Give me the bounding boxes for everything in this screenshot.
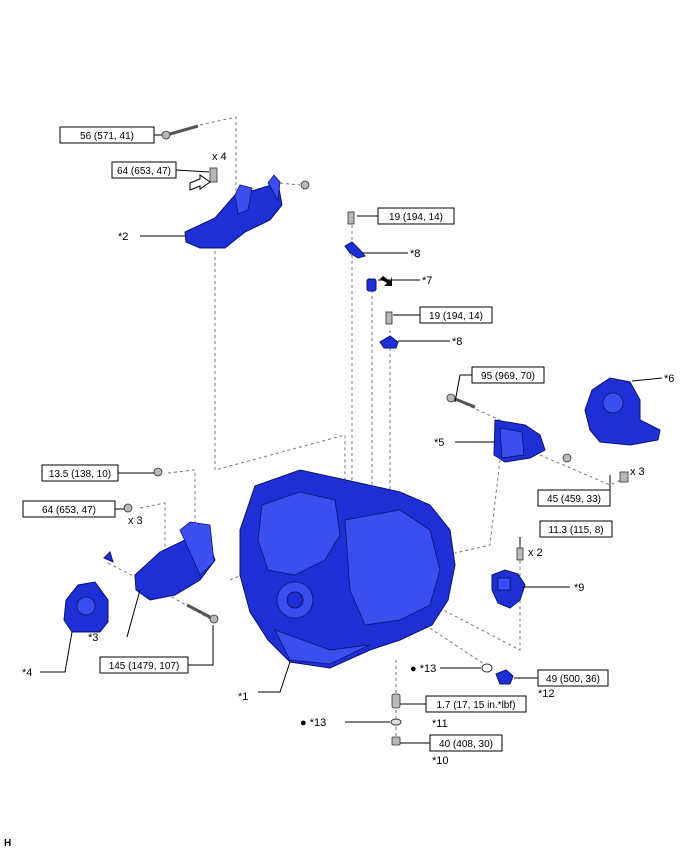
nut-upper [300,180,310,190]
bracket-5-part [493,419,546,463]
torque-box-t4: 19 (194, 14) [419,306,493,324]
callout-10: *10 [432,755,449,767]
bolt-64-upper [209,167,218,183]
torque-text: 49 (500, 36) [546,674,600,685]
engine-mount-4-part [63,581,109,633]
outline-arrow-icon [189,174,211,191]
gasket-13-upper-part [481,663,493,673]
part-callouts: *1 *2 *3 *4 *5 *6 *7 *8 *8 *9 *10 *11 *1… [22,231,674,767]
torque-box-t3: 19 (194, 14) [377,207,455,225]
bolt-145 [186,603,219,624]
quantity-label: x 2 [528,547,543,559]
callout-13-lower: ● *13 [300,717,326,729]
bolt-13-5 [153,467,163,477]
bolt-95 [446,393,476,409]
torque-text: 95 (969, 70) [481,371,535,382]
callout-4: *4 [22,667,32,679]
quantity-label: x 3 [630,466,645,478]
bracket-2-part [184,174,283,249]
callout-3: *3 [88,632,98,644]
bolt-11-3 [516,547,524,561]
bolts [123,124,629,624]
torque-text: 45 (459, 33) [547,494,601,505]
torque-box-t11: 49 (500, 36) [537,669,609,687]
torque-box-t6: 13.5 (138, 10) [41,464,119,482]
refill-plug-10-part [391,736,401,746]
overflow-plug-11-part [391,693,401,709]
callout-6: *6 [664,373,674,385]
nut-5 [562,453,572,463]
quantity-labels: x 4 x 3 x 3 x 2 [128,151,645,559]
torque-text: 64 (653, 47) [42,505,96,516]
callout-13-upper: ● *13 [410,663,436,675]
bracket-8-lower-part [379,335,399,349]
quantity-label: x 3 [128,515,143,527]
torque-text: 13.5 (138, 10) [49,469,111,480]
torque-text: 145 (1479, 107) [109,661,180,672]
callout-7: *7 [422,275,432,287]
engine-mount-6-part [584,377,661,446]
torque-spec-boxes: 56 (571, 41) 64 (653, 47) 19 (194, 14) 1… [22,126,613,752]
bolt-56 [161,124,199,140]
torque-box-t2: 64 (653, 47) [111,161,177,179]
illustration-code: H [4,838,11,849]
solid-arrow-icon [380,276,392,286]
torque-box-t13: 40 (408, 30) [429,734,503,752]
torque-text: 1.7 (17, 15 in.*lbf) [437,700,516,711]
sensor-9-part [491,569,526,609]
torque-box-t7: 64 (653, 47) [22,500,116,518]
transaxle-assembly-part [239,469,456,669]
torque-text: 64 (653, 47) [117,166,171,177]
pointer-arrows [189,174,392,286]
torque-text: 40 (408, 30) [439,739,493,750]
torque-box-t5: 95 (969, 70) [471,366,545,384]
bolt-45 [619,471,629,483]
bracket-8-upper-part [344,241,366,259]
callout-11: *11 [432,718,448,730]
bolt-19-lower [385,311,393,325]
callout-12: *12 [538,688,555,700]
gasket-13-lower-part [390,718,402,726]
torque-box-t8: 45 (459, 33) [537,489,611,507]
callout-1: *1 [238,691,248,703]
bracket-3-part [103,521,216,601]
torque-box-t1: 56 (571, 41) [59,126,155,144]
torque-text: 11.3 (115, 8) [548,525,603,536]
callout-8-lower: *8 [452,336,462,348]
torque-box-t12: 1.7 (17, 15 in.*lbf) [425,695,527,713]
callout-5: *5 [434,437,444,449]
torque-text: 19 (194, 14) [429,311,483,322]
quantity-label: x 4 [212,151,227,163]
drain-plug-12-part [495,669,514,685]
bolt-64-lower [123,503,133,513]
leader-lines [40,134,663,744]
callout-2: *2 [118,231,128,243]
torque-text: 19 (194, 14) [389,212,443,223]
callout-8-upper: *8 [410,248,420,260]
torque-box-t10: 145 (1479, 107) [99,656,189,674]
clip-7-part [366,278,377,292]
callout-9: *9 [574,582,584,594]
bolt-19-upper [347,211,355,225]
torque-text: 56 (571, 41) [80,131,134,142]
torque-box-t9: 11.3 (115, 8) [539,520,613,538]
